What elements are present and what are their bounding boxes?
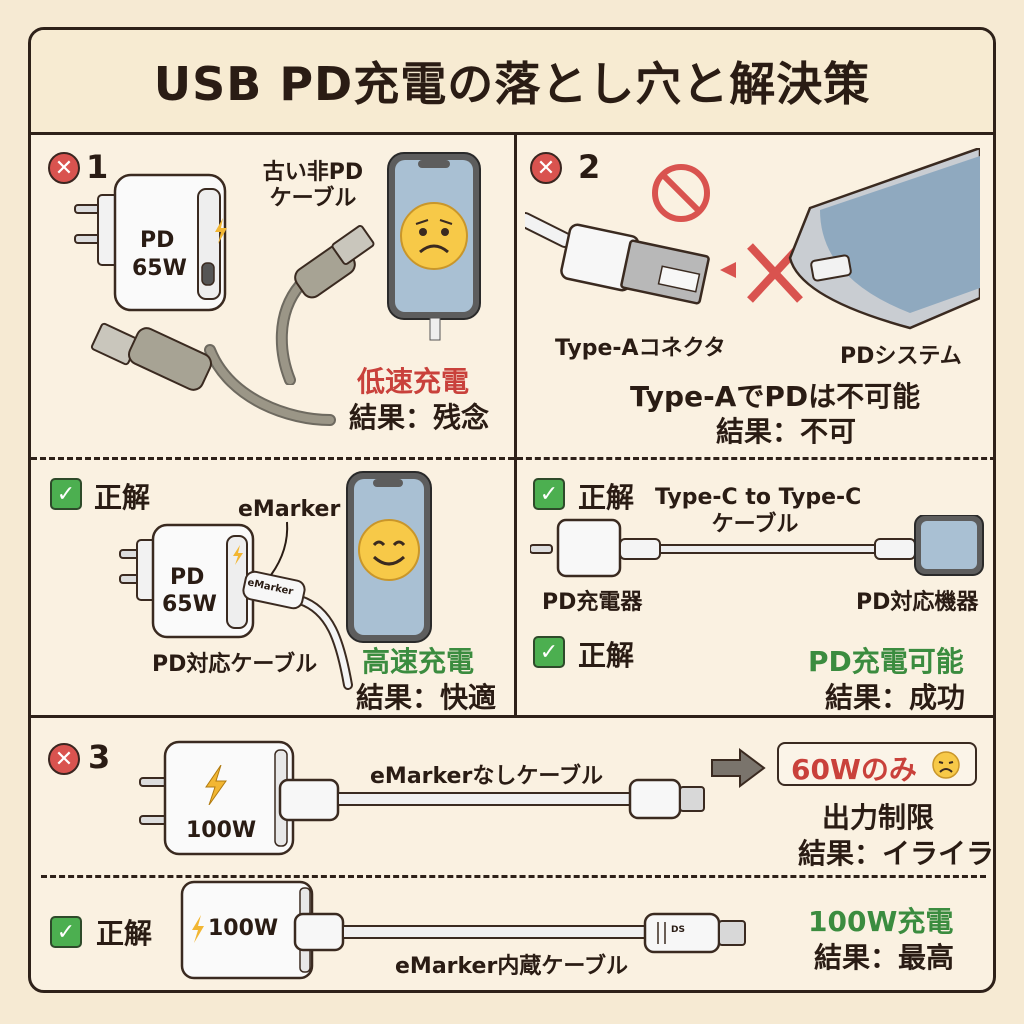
horizontal-divider <box>31 715 993 718</box>
charger-wattage: 100W <box>186 818 257 843</box>
type-c-cable-label-line1: Type-C to Type-C <box>655 485 862 510</box>
frown-face-icon <box>932 751 960 779</box>
type-a-connector-label: Type-Aコネクタ <box>555 336 726 361</box>
fast-charge-headline: 高速充電 <box>362 645 475 678</box>
no-emarker-cable-label: eMarkerなしケーブル <box>370 764 603 789</box>
usb-a-plug-illustration <box>525 212 710 305</box>
old-cable-label-line2: ケーブル <box>269 186 357 211</box>
smile-face-icon <box>358 519 420 581</box>
lightning-bolt-icon <box>192 915 204 943</box>
old-cable-plug-illustration <box>275 225 375 385</box>
old-cable-label: 古い非PD ケーブル <box>258 160 368 212</box>
lightning-bolt-icon <box>205 765 227 805</box>
x-circle-icon: ✕ <box>48 743 80 775</box>
panel2-result: 結果：不可 <box>716 415 857 448</box>
arrow-right-icon <box>711 748 766 788</box>
problem-number: 3 <box>88 738 111 776</box>
pd-charger-illustration <box>119 523 255 639</box>
dashed-divider-panel3 <box>41 875 986 878</box>
pd-charger-label: PD充電器 <box>542 590 643 615</box>
check-box-icon: ✓ <box>533 636 565 668</box>
fix-charger-label: PD <box>170 565 205 590</box>
pd-cable-illustration <box>242 570 353 690</box>
prohibited-icon <box>652 164 710 222</box>
panel1-result: 結果：残念 <box>349 401 490 434</box>
dashed-divider-panel2 <box>517 457 996 460</box>
sad-face-icon <box>400 202 468 270</box>
emarker-callout: eMarker <box>238 497 341 522</box>
correct-label: 正解 <box>94 481 151 514</box>
problem-number: 2 <box>578 148 601 186</box>
title-bar: USB PD充電の落とし穴と解決策 <box>31 30 993 135</box>
fix-charger-wattage: 100W <box>208 916 279 941</box>
pd-charger-illustration <box>74 173 227 312</box>
correct-label-2: 正解 <box>578 639 635 672</box>
pd-charge-possible-headline: PD充電可能 <box>808 645 964 678</box>
emarker-plug-text: DS <box>671 925 685 935</box>
panel3-result: 結果：イライラ <box>798 837 995 870</box>
charger-emarker-cable-illustration <box>180 880 746 980</box>
panel3-fix-result: 結果：最高 <box>814 941 955 974</box>
panel2-fix-result: 結果：成功 <box>825 681 966 714</box>
fix-charger-wattage: 65W <box>162 592 217 617</box>
problem-number: 1 <box>86 148 109 186</box>
callout-line <box>270 521 289 576</box>
output-limit-headline: 出力制限 <box>822 801 935 834</box>
check-box-icon: ✓ <box>533 478 565 510</box>
type-c-cable-label-line2: ケーブル <box>711 512 799 537</box>
check-box-icon: ✓ <box>50 478 82 510</box>
old-cable-label-line1: 古い非PD <box>262 160 364 185</box>
lightning-bolt-icon <box>233 545 243 565</box>
type-c-cable-diagram <box>530 515 984 578</box>
dashed-divider-panel1 <box>31 457 514 460</box>
pd-cable-label: PD対応ケーブル <box>152 652 318 677</box>
emarker-cable-label: eMarker内蔵ケーブル <box>395 954 628 979</box>
page-title: USB PD充電の落とし穴と解決策 <box>153 57 871 111</box>
panel1-fix-result: 結果：快適 <box>356 681 497 714</box>
charger-no-emarker-cable-illustration <box>139 740 705 856</box>
pd-device-illustration <box>788 148 980 330</box>
old-usb-a-cable-illustration <box>90 322 336 426</box>
slow-charge-headline: 低速充電 <box>357 365 470 398</box>
lightning-bolt-icon <box>215 218 227 244</box>
vertical-divider <box>514 132 517 717</box>
charger-wattage: 65W <box>132 256 187 281</box>
100w-charge-headline: 100W充電 <box>808 905 954 938</box>
check-box-icon: ✓ <box>50 916 82 948</box>
type-c-cable-label: Type-C to Type-C ケーブル <box>655 484 862 538</box>
pd-system-label: PDシステム <box>840 344 962 369</box>
charger-label: PD <box>140 228 175 253</box>
limit-badge: 60Wのみ <box>777 742 977 786</box>
x-circle-icon: ✕ <box>48 152 80 184</box>
limit-badge-text: 60Wのみ <box>791 753 917 786</box>
pd-device-label: PD対応機器 <box>856 590 979 615</box>
type-a-headline: Type-AでPDは不可能 <box>630 380 921 413</box>
correct-label: 正解 <box>96 917 153 950</box>
correct-label: 正解 <box>578 481 635 514</box>
x-circle-icon: ✕ <box>530 152 562 184</box>
